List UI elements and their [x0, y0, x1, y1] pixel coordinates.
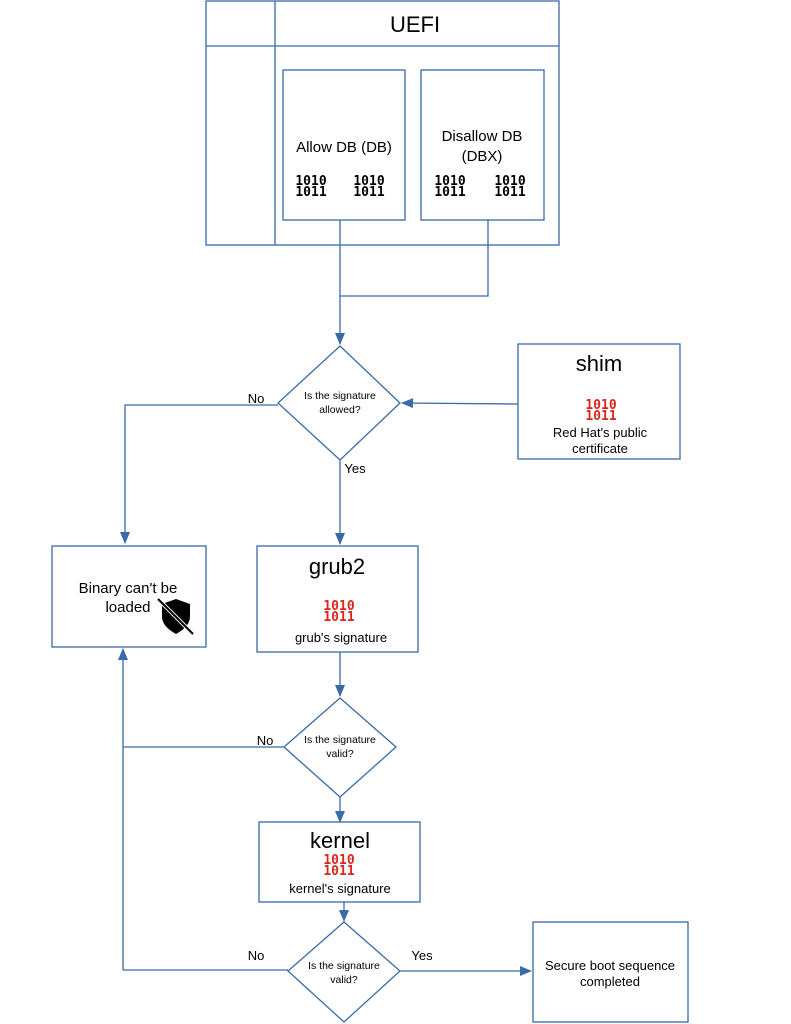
svg-text:valid?: valid? [326, 748, 354, 760]
svg-text:1010: 1010 [323, 853, 354, 868]
svg-text:1011: 1011 [434, 185, 465, 200]
svg-text:Is the signature: Is the signature [308, 960, 380, 972]
svg-text:1011: 1011 [323, 610, 354, 625]
shim-title: shim [576, 351, 622, 376]
svg-text:1010: 1010 [494, 174, 525, 189]
allow-db-label: Allow DB (DB) [296, 139, 392, 156]
uefi-outer-box [205, 0, 560, 246]
decision3-no-label: No [248, 948, 265, 963]
svg-text:1011: 1011 [353, 185, 384, 200]
blocked-text-2: loaded [105, 599, 150, 616]
shim-box: shim 1010 1011 Red Hat's public certific… [517, 343, 681, 460]
blocked-text: Binary can't be [79, 580, 178, 597]
svg-text:Is the signature: Is the signature [304, 734, 376, 746]
kernel-title: kernel [310, 828, 370, 853]
grub2-title: grub2 [309, 554, 365, 579]
connectors [118, 220, 532, 976]
binary-icon: 1010 1011 [323, 599, 354, 625]
svg-text:1011: 1011 [494, 185, 525, 200]
shield-slash-icon [156, 597, 195, 636]
svg-text:1010: 1010 [323, 599, 354, 614]
complete-text: Secure boot sequence [545, 958, 675, 973]
complete-text-2: completed [580, 974, 640, 989]
blocked-box: Binary can't be loaded [51, 545, 207, 648]
svg-text:1010: 1010 [295, 174, 326, 189]
decision-signature-allowed: Is the signature allowed? [277, 345, 401, 461]
svg-text:1010: 1010 [353, 174, 384, 189]
kernel-caption: kernel's signature [289, 881, 390, 896]
binary-icon: 1010 1011 [353, 174, 384, 200]
allow-db-box: Allow DB (DB) 1010 1011 1010 1011 [282, 69, 406, 221]
disallow-db-label: Disallow DB [442, 128, 523, 145]
svg-text:1011: 1011 [585, 409, 616, 424]
svg-text:1011: 1011 [323, 864, 354, 879]
svg-text:1011: 1011 [295, 185, 326, 200]
arrow-decision1-no [120, 404, 278, 544]
grub2-caption: grub's signature [295, 630, 387, 645]
uefi-container: UEFI Allow DB (DB) 1010 1011 1010 1011 D… [205, 0, 560, 246]
binary-icon: 1010 1011 [323, 853, 354, 879]
disallow-db-sublabel: (DBX) [462, 148, 503, 165]
binary-icon: 1010 1011 [434, 174, 465, 200]
decision3-yes-label: Yes [411, 948, 433, 963]
svg-text:allowed?: allowed? [319, 404, 361, 416]
complete-box: Secure boot sequence completed [532, 921, 689, 1023]
decision2-no-label: No [257, 733, 274, 748]
disallow-db-box: Disallow DB (DBX) 1010 1011 1010 1011 [420, 69, 545, 221]
binary-icon: 1010 1011 [585, 398, 616, 424]
svg-text:1010: 1010 [585, 398, 616, 413]
shim-caption-2: certificate [572, 441, 628, 456]
svg-text:valid?: valid? [330, 974, 358, 986]
decision-signature-valid-kernel: Is the signature valid? [287, 921, 401, 1023]
grub2-box: grub2 1010 1011 grub's signature [256, 545, 419, 653]
decision1-yes-label: Yes [344, 461, 366, 476]
uefi-title: UEFI [390, 12, 440, 37]
kernel-box: kernel 1010 1011 kernel's signature [258, 821, 421, 903]
svg-text:Is the signature: Is the signature [304, 390, 376, 402]
shim-caption: Red Hat's public [553, 425, 648, 440]
decision-signature-valid-grub: Is the signature valid? [283, 697, 397, 798]
decision1-no-label: No [248, 391, 265, 406]
line-dbx-join [340, 220, 489, 297]
svg-text:1010: 1010 [434, 174, 465, 189]
arrow-shim-to-decision1 [401, 398, 519, 409]
binary-icon: 1010 1011 [295, 174, 326, 200]
binary-icon: 1010 1011 [494, 174, 525, 200]
